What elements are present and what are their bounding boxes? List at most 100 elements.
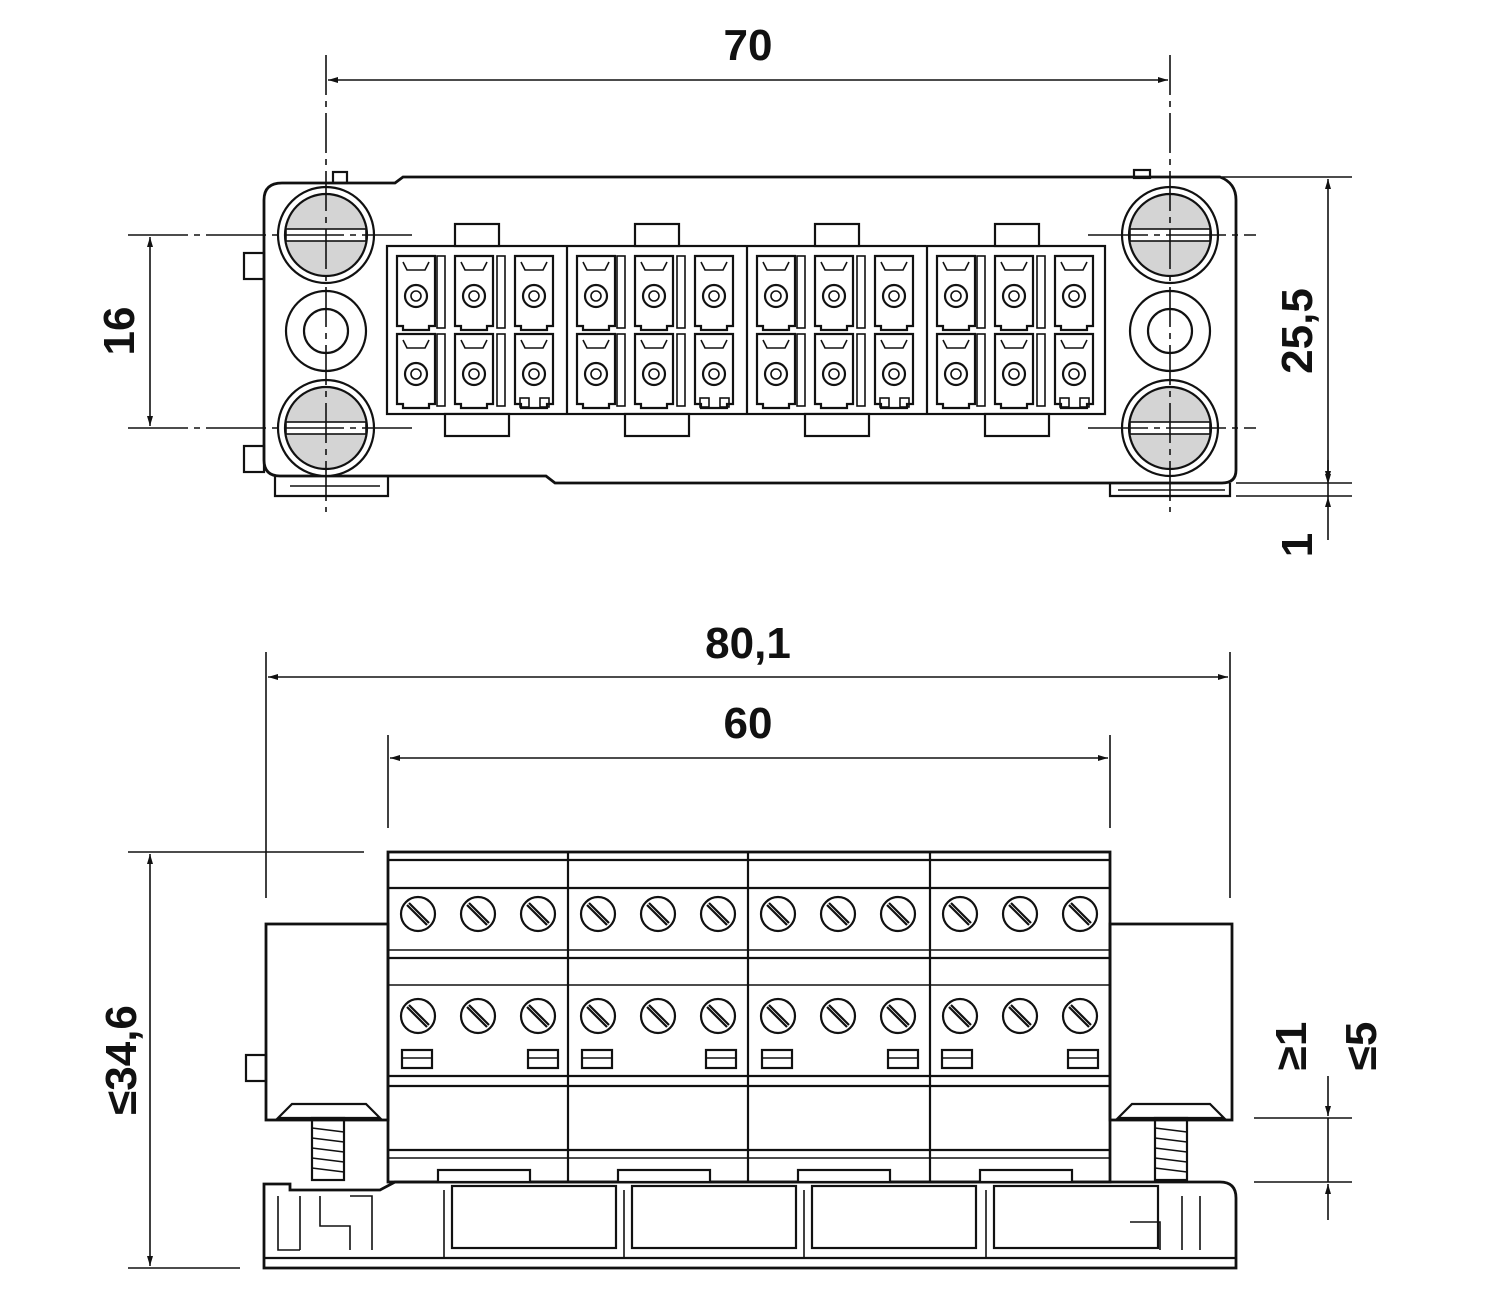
top-view-foot-left <box>273 476 390 498</box>
dimension-label: ≤34,6 <box>97 1005 146 1115</box>
front-view-screw <box>941 997 979 1035</box>
front-view-module-dividers <box>566 852 932 1182</box>
front-view-screw <box>1001 997 1039 1035</box>
front-view-window <box>760 1048 794 1070</box>
dimension-overall-width: 80,1 <box>268 619 1228 680</box>
front-view-screw <box>819 997 857 1035</box>
top-view-reference-lines <box>128 55 1352 512</box>
top-view-clip <box>633 222 681 248</box>
front-view-screw <box>941 895 979 933</box>
top-view-clip <box>453 222 501 248</box>
dimension-label: 60 <box>724 699 773 748</box>
top-view-clip <box>983 412 1051 438</box>
top-view-terminal-slot <box>693 332 735 410</box>
front-view-screw <box>519 895 557 933</box>
front-view-screw <box>399 997 437 1035</box>
dimension-label: 80,1 <box>705 619 791 668</box>
front-view-screw <box>759 997 797 1035</box>
top-view-terminal-slot <box>935 254 977 332</box>
dimension-label: ≥1 <box>1267 1022 1316 1071</box>
front-view-screw <box>879 997 917 1035</box>
front-view-window <box>400 1048 434 1070</box>
top-view-clip <box>993 222 1041 248</box>
front-view-reference-lines <box>128 652 1352 1269</box>
top-view-terminal-slot <box>755 332 797 410</box>
front-view-mounting-screw <box>1115 1102 1227 1182</box>
top-view-terminal-slot <box>993 254 1035 332</box>
top-view-terminal-slot <box>935 332 977 410</box>
top-view-terminal-slot <box>693 254 735 332</box>
top-view-clip <box>803 412 871 438</box>
dimension-clamping-range: ≥1 ≤5 <box>1267 1022 1386 1220</box>
front-view-screw <box>879 895 917 933</box>
front-view-screw <box>579 895 617 933</box>
front-view-window <box>526 1048 560 1070</box>
front-view-screw <box>459 895 497 933</box>
top-view-terminal-modules <box>395 222 1095 438</box>
front-view-screw <box>399 895 437 933</box>
top-view-clip <box>623 412 691 438</box>
front-view-window <box>1066 1048 1100 1070</box>
front-view-screw <box>639 997 677 1035</box>
top-view-terminal-slot <box>633 332 675 410</box>
front-view-screw <box>819 895 857 933</box>
dimension-hole-spacing: 16 <box>95 237 153 426</box>
dimension-height-top: 25,5 <box>1273 179 1331 481</box>
front-view-base-pockets <box>436 1168 1160 1258</box>
front-view-base-pocket <box>450 1184 618 1250</box>
front-view-screw <box>1061 997 1099 1035</box>
front-view-tab <box>244 1053 268 1083</box>
top-view-terminal-slot <box>993 332 1035 410</box>
front-view <box>244 850 1238 1270</box>
dimension-label: 70 <box>724 21 773 70</box>
top-view-tab <box>242 251 266 281</box>
dimension-width-top: 70 <box>328 21 1168 83</box>
front-view-side-right <box>1108 922 1234 1122</box>
front-view-window <box>704 1048 738 1070</box>
top-view-terminal-slot <box>813 332 855 410</box>
top-view-terminal-slot <box>453 332 495 410</box>
top-view-terminal-slot <box>813 254 855 332</box>
front-view-base-pocket <box>810 1184 978 1250</box>
top-view-terminal-slot <box>513 254 555 332</box>
front-view-window <box>580 1048 614 1070</box>
top-view-terminal-slot <box>453 254 495 332</box>
front-view-base-rail <box>262 1180 1238 1270</box>
top-view-terminal-slot <box>1053 332 1095 410</box>
top-view-terminal-slot <box>395 332 437 410</box>
front-view-base-pocket <box>630 1184 798 1250</box>
top-view-terminal-slot <box>575 332 617 410</box>
front-view-screw <box>519 997 557 1035</box>
dimension-height-front: ≤34,6 <box>97 854 153 1266</box>
dimension-offset: 1 <box>1273 460 1331 557</box>
top-view-terminal-slot <box>1053 254 1095 332</box>
front-view-screw <box>759 895 797 933</box>
front-view-window <box>886 1048 920 1070</box>
front-view-screw <box>699 895 737 933</box>
top-view-clip <box>813 222 861 248</box>
top-view-terminal-slot <box>395 254 437 332</box>
top-view-terminal-slot <box>873 332 915 410</box>
top-view-body-outline <box>262 175 1238 485</box>
top-view-clip <box>443 412 511 438</box>
front-view-windows <box>400 1048 1100 1070</box>
dimension-label: 25,5 <box>1273 288 1322 374</box>
front-view-screw <box>579 997 617 1035</box>
front-view-mounting-screw <box>275 1102 383 1182</box>
front-view-screw <box>1001 895 1039 933</box>
front-view-window <box>940 1048 974 1070</box>
front-view-screws <box>399 895 1099 1035</box>
top-view <box>242 168 1238 498</box>
top-view-terminal-slot <box>633 254 675 332</box>
top-view-terminal-slot <box>575 254 617 332</box>
front-view-screw <box>699 997 737 1035</box>
top-view-terminal-slot <box>755 254 797 332</box>
top-view-tab <box>242 444 266 474</box>
front-view-screw <box>1061 895 1099 933</box>
dimension-label: 1 <box>1273 533 1322 557</box>
front-view-side-left <box>264 922 390 1122</box>
front-view-base-pocket <box>992 1184 1160 1250</box>
dimension-inner-width: 60 <box>390 699 1108 761</box>
dimension-label: 16 <box>95 307 144 356</box>
